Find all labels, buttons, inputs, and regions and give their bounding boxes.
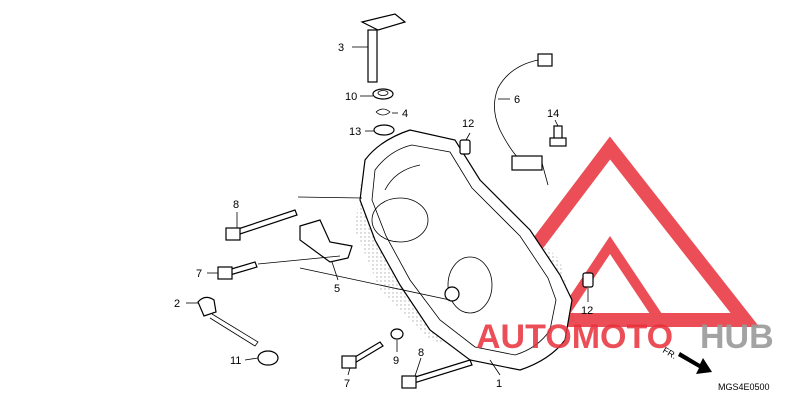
watermark-text-red: AUTOMOTO: [476, 318, 673, 356]
part-3-bracket: [360, 13, 407, 83]
callout-12-top: 12: [462, 118, 474, 130]
part-8-bolt-upper: [225, 209, 298, 241]
part-6-sensor: [494, 53, 553, 186]
callout-11: 11: [230, 355, 241, 367]
callout-8-lower: 8: [418, 347, 424, 359]
part-12-dowel-right: [582, 272, 594, 288]
callout-13: 13: [349, 126, 361, 138]
front-label: FR.: [661, 345, 679, 361]
callout-7-lower: 7: [344, 378, 350, 390]
crankcase-cover: [359, 129, 573, 371]
part-9-washer: [390, 328, 404, 340]
part-11-oring: [257, 350, 279, 366]
leader-lines: [186, 46, 589, 377]
callout-14: 14: [547, 108, 559, 120]
part-4-spring: [375, 108, 391, 116]
part-14-bolt: [549, 125, 567, 147]
part-7-bolt-lower: [341, 341, 384, 369]
part-7-bolt-upper: [217, 261, 258, 280]
part-2-dipstick: [197, 296, 259, 347]
callout-7-upper: 7: [196, 268, 202, 280]
callout-8-upper: 8: [233, 199, 239, 211]
callout-2: 2: [174, 298, 180, 310]
part-10-washer: [372, 88, 394, 100]
callout-3: 3: [338, 42, 344, 54]
part-12-dowel-top: [459, 139, 471, 155]
diagram-code: MGS4E0500: [718, 382, 770, 392]
callout-1: 1: [496, 378, 502, 390]
callout-4: 4: [402, 108, 408, 120]
callout-9: 9: [393, 355, 399, 367]
part-8-bolt-lower: [401, 359, 473, 389]
watermark-text-gray: HUB: [700, 318, 774, 356]
part-13-oring: [373, 124, 395, 136]
callout-10: 10: [345, 91, 357, 103]
callout-5: 5: [334, 283, 340, 295]
callout-12-right: 12: [581, 305, 593, 317]
callout-6: 6: [514, 94, 520, 106]
part-5-bracket: [299, 219, 353, 263]
